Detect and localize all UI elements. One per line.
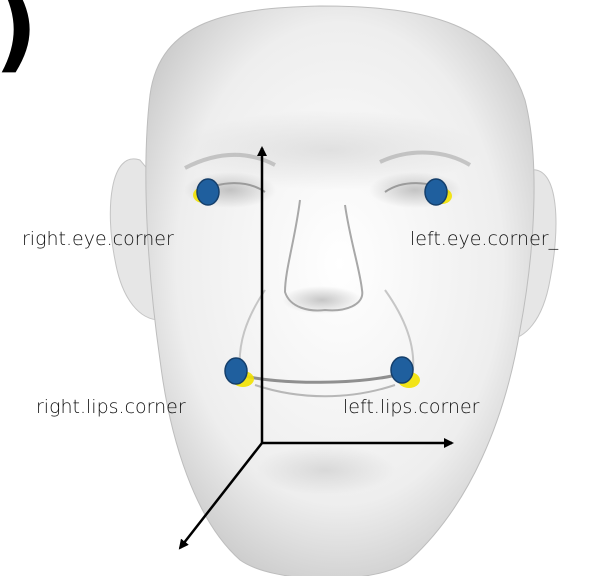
head-model <box>110 6 556 576</box>
left-lips-corner-marker <box>391 357 413 383</box>
right-lips-corner-label: right.lips.corner <box>36 398 186 417</box>
left-lips-corner-label: left.lips.corner <box>343 398 479 417</box>
right-eye-corner-label: right.eye.corner <box>22 230 174 249</box>
left-eye-corner-marker <box>425 179 447 205</box>
nose-shadow <box>282 286 362 314</box>
chin-shade <box>255 445 395 495</box>
left-eye-corner-label: left.eye.corner_ <box>410 230 558 249</box>
panel-marker: ) <box>0 0 38 83</box>
right-eye-corner-marker <box>197 179 219 205</box>
right-lips-corner-marker <box>225 358 247 384</box>
